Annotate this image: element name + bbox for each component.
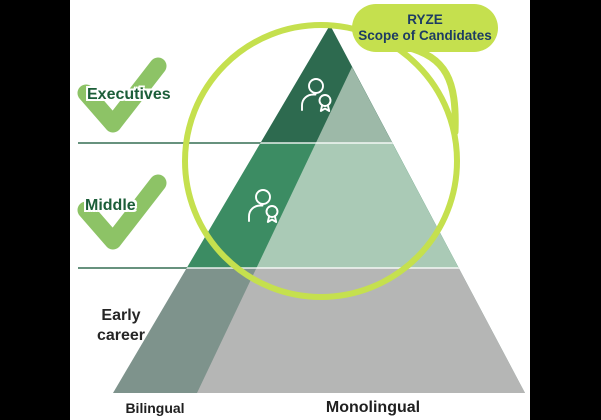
pyramid-line-1 xyxy=(113,142,525,144)
award-medal xyxy=(265,205,279,218)
person-award-icon xyxy=(301,78,332,112)
early-career-line2: career xyxy=(96,327,146,344)
pyramid-boundary-lines xyxy=(113,142,525,269)
person-head xyxy=(308,78,324,94)
person-head xyxy=(255,189,271,205)
pyramid-line-2 xyxy=(113,267,525,269)
bilingual-label: Bilingual xyxy=(125,400,185,416)
badge-subtitle: Scope of Candidates xyxy=(358,28,492,43)
scope-circle-icon xyxy=(182,22,460,300)
award-medal xyxy=(318,94,332,107)
middle-label: Middle xyxy=(85,197,136,214)
check-icon xyxy=(77,174,167,250)
divider-line-middle xyxy=(78,267,188,269)
award-ribbon xyxy=(319,104,331,112)
early-career-line1: Early xyxy=(101,307,141,324)
person-body xyxy=(301,93,317,111)
early-career-label: Early career xyxy=(81,306,161,346)
person-award-icon xyxy=(248,189,279,223)
monolingual-label: Monolingual xyxy=(325,399,421,416)
divider-line-executives xyxy=(78,142,262,144)
executives-label: Executives xyxy=(87,86,171,103)
check-icon xyxy=(77,57,167,133)
ryze-scope-badge: RYZE Scope of Candidates xyxy=(352,4,498,52)
award-ribbon xyxy=(266,215,278,223)
black-bar-left xyxy=(0,0,70,420)
person-body xyxy=(248,204,264,222)
badge-title: RYZE xyxy=(407,12,443,27)
black-bar-right xyxy=(530,0,601,420)
